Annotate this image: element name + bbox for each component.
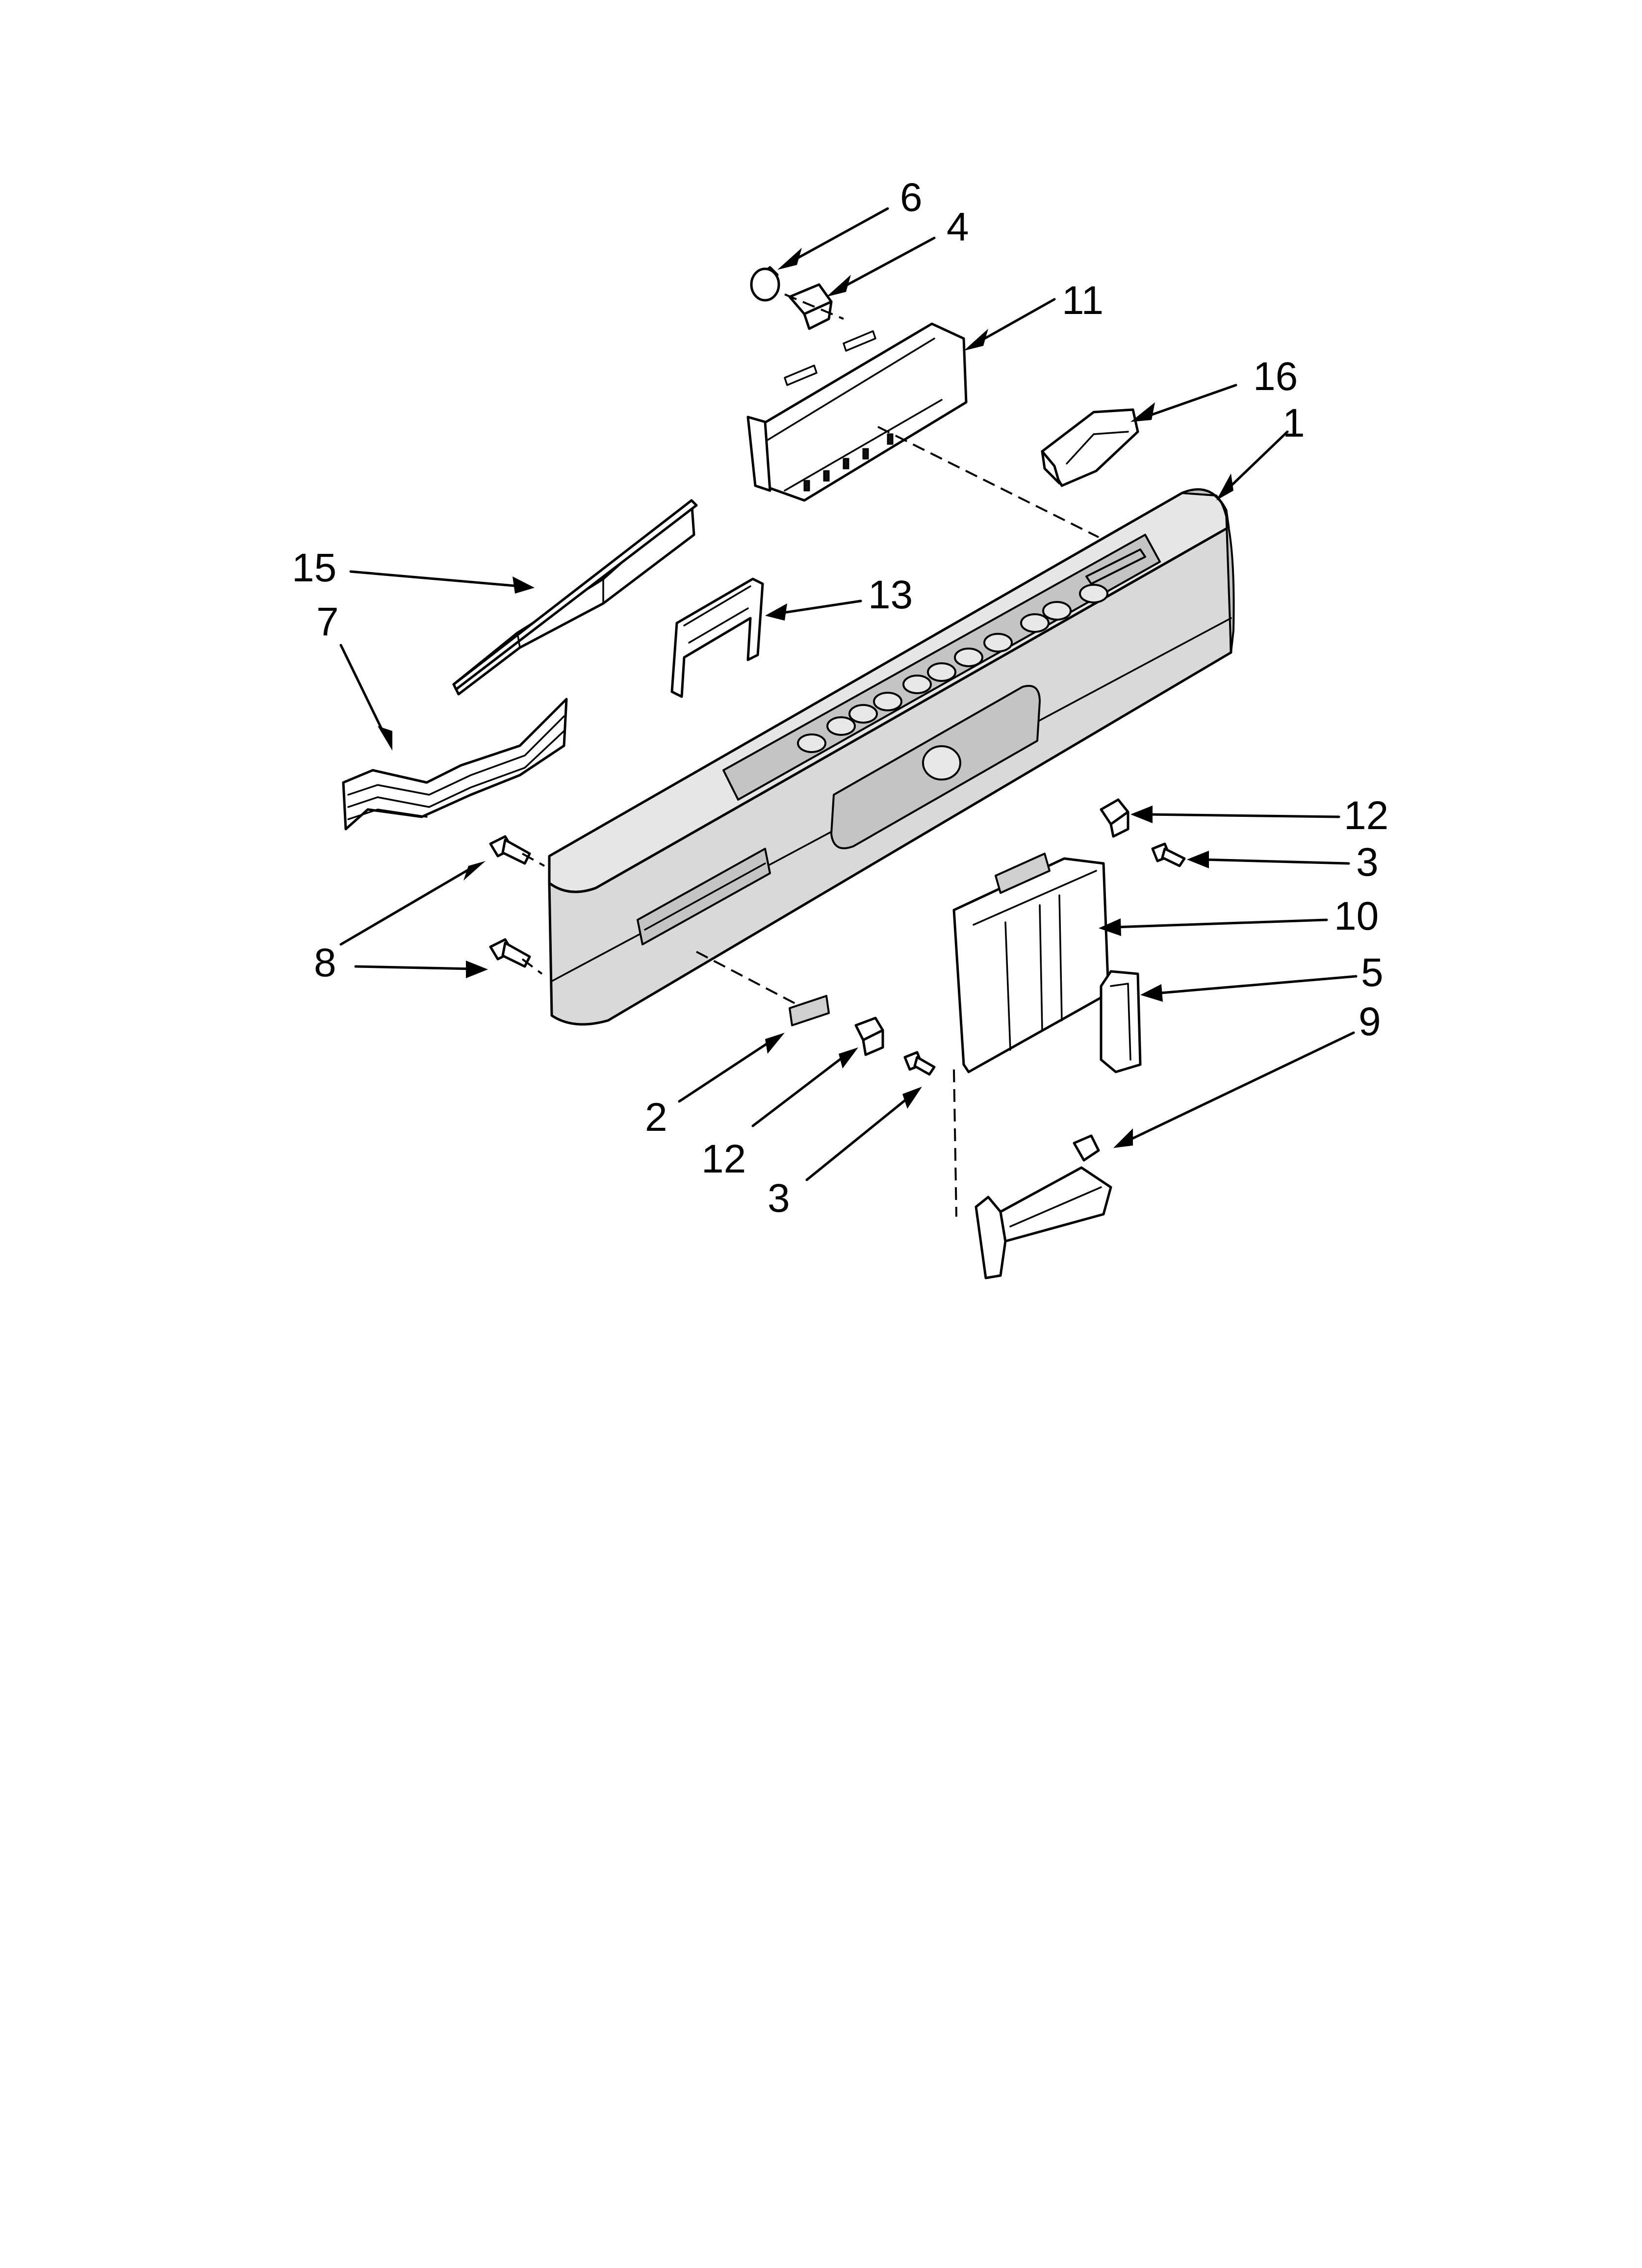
part-16-bracket xyxy=(1041,408,1139,487)
callout-labels: 6 4 11 16 1 15 13 7 12 3 10 8 5 9 2 12 3 xyxy=(292,175,1388,1221)
part-4-clip xyxy=(788,283,833,330)
callout-2: 2 xyxy=(645,1095,667,1140)
callout-10: 10 xyxy=(1334,894,1379,938)
callout-13: 13 xyxy=(868,573,913,617)
callout-4: 4 xyxy=(947,205,969,249)
callout-8: 8 xyxy=(314,940,336,985)
part-6-cap xyxy=(750,266,780,302)
callout-9: 9 xyxy=(1359,999,1381,1044)
callout-6: 6 xyxy=(900,175,923,220)
callout-12-upper: 12 xyxy=(1344,793,1388,838)
callout-3-upper: 3 xyxy=(1356,840,1379,885)
part-12-3-lower xyxy=(854,1017,936,1076)
part-15-sheet xyxy=(452,499,698,696)
callout-1: 1 xyxy=(1283,401,1305,445)
part-11-control-board xyxy=(746,322,968,502)
callout-11: 11 xyxy=(1062,278,1103,323)
part-2-label xyxy=(789,995,830,1026)
panel-buttons xyxy=(797,584,1108,753)
part-5-bracket xyxy=(1100,970,1142,1073)
callout-16: 16 xyxy=(1253,354,1298,399)
callout-12-lower: 12 xyxy=(701,1137,746,1181)
callout-3-lower: 3 xyxy=(768,1176,790,1221)
callout-7: 7 xyxy=(316,600,339,644)
part-13-bracket xyxy=(670,577,764,698)
leader-lines xyxy=(339,207,1358,1181)
part-8-screws xyxy=(489,835,531,968)
part-10-plate xyxy=(952,853,1110,1073)
callout-15: 15 xyxy=(292,546,336,590)
part-9-bracket xyxy=(975,1134,1112,1279)
part-12-3-upper xyxy=(1100,798,1186,867)
callout-5: 5 xyxy=(1361,950,1384,995)
part-7-ribbon-cable xyxy=(342,698,568,831)
part-1-control-panel xyxy=(548,488,1235,1026)
assembly-lines xyxy=(521,293,1099,1217)
